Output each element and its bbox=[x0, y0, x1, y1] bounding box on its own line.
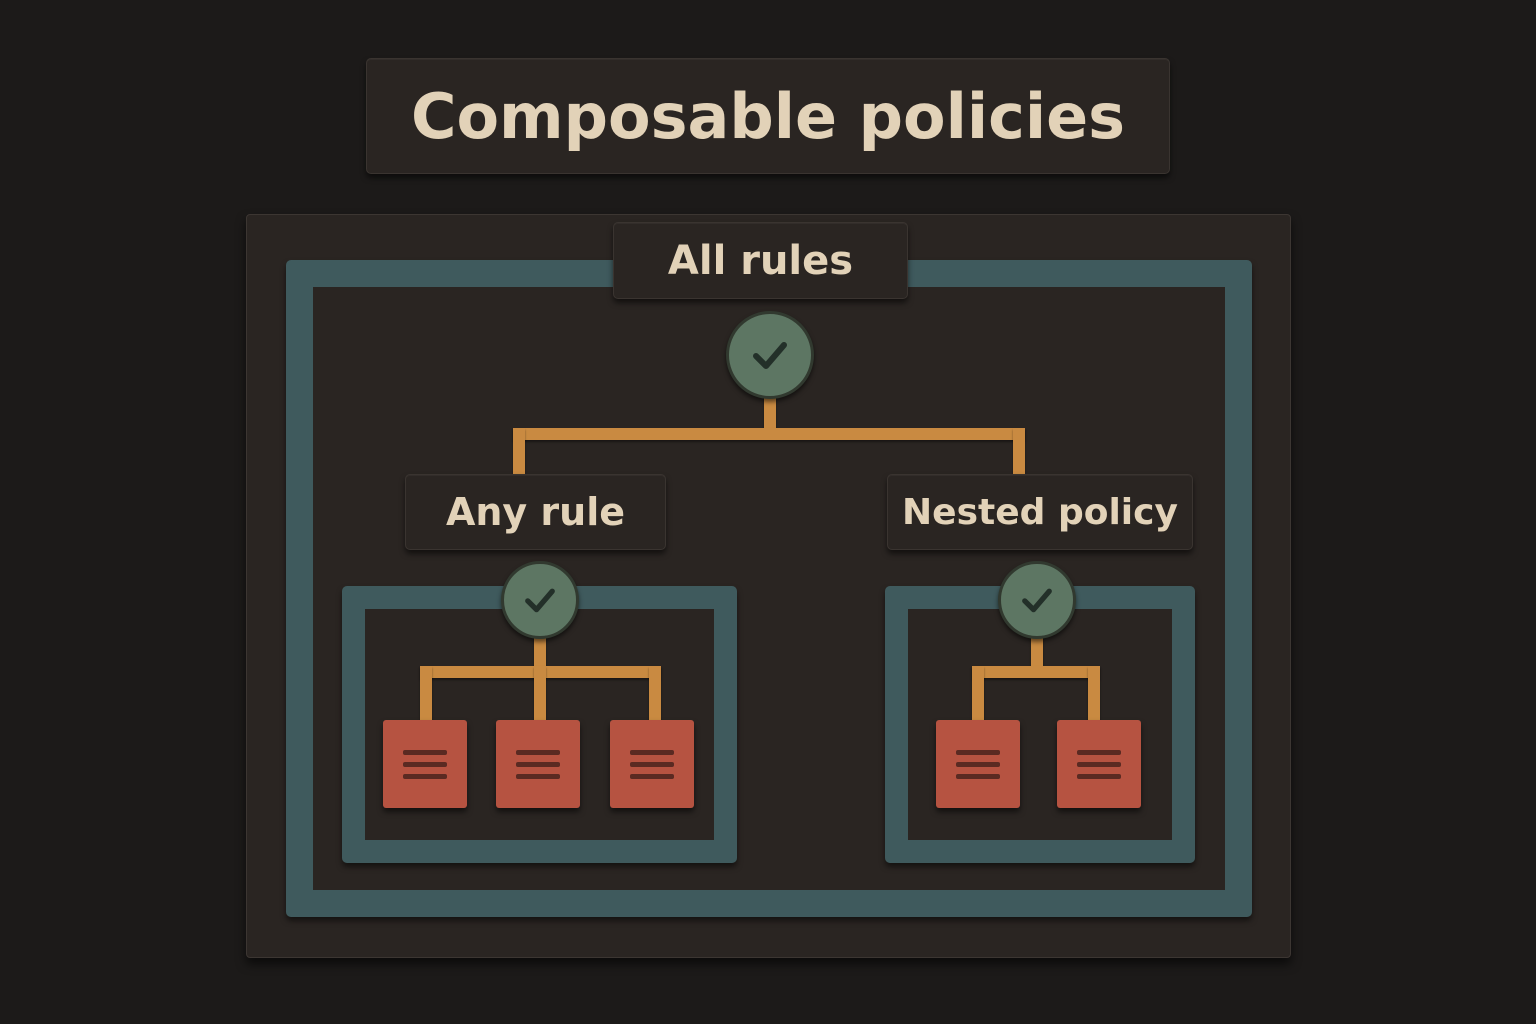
any-rule-label: Any rule bbox=[405, 474, 666, 550]
nested-policy-connector-stem bbox=[1031, 636, 1043, 672]
any-rule-check-icon bbox=[501, 561, 579, 639]
nested-policy-frame bbox=[885, 586, 1195, 863]
page-title: Composable policies bbox=[366, 58, 1170, 174]
nested-policy-connector-bar bbox=[972, 666, 1100, 678]
nested-policy-connector-drop-2 bbox=[1088, 666, 1100, 722]
rule-card-document-icon bbox=[1057, 720, 1141, 808]
all-rules-label: All rules bbox=[613, 222, 908, 299]
nested-policy-connector-drop-1 bbox=[972, 666, 984, 722]
any-rule-connector-drop-1 bbox=[420, 666, 432, 722]
root-connector-bar bbox=[513, 428, 1025, 440]
rule-card-document-icon bbox=[936, 720, 1020, 808]
nested-policy-check-icon bbox=[998, 561, 1076, 639]
rule-card-document-icon bbox=[496, 720, 580, 808]
all-rules-check-icon bbox=[726, 311, 814, 399]
rule-card-document-icon bbox=[383, 720, 467, 808]
rule-card-document-icon bbox=[610, 720, 694, 808]
root-connector-stem bbox=[764, 392, 776, 436]
nested-policy-label: Nested policy bbox=[887, 474, 1193, 550]
any-rule-connector-drop-3 bbox=[649, 666, 661, 722]
any-rule-connector-stem bbox=[534, 636, 546, 672]
root-connector-left-drop bbox=[513, 428, 525, 474]
root-connector-right-drop bbox=[1013, 428, 1025, 474]
any-rule-connector-drop-2 bbox=[534, 666, 546, 722]
